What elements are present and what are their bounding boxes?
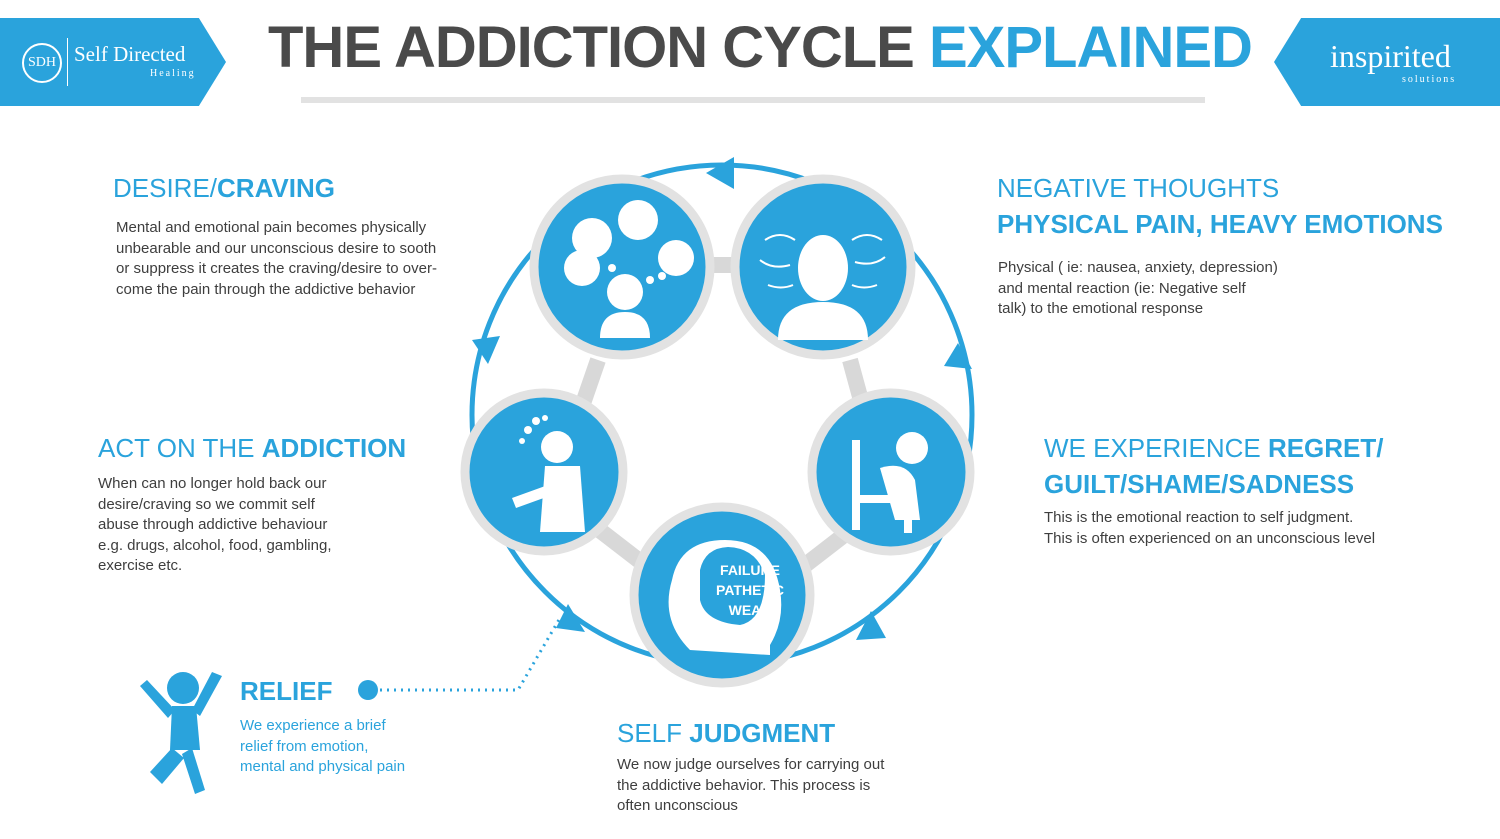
relief-line: We experience a brief bbox=[240, 717, 386, 734]
act-line: abuse through addictive behaviour bbox=[98, 516, 328, 533]
desire-title-light: DESIRE/ bbox=[113, 173, 218, 203]
judgment-words: FAILURE PATHETIC WEAK bbox=[702, 560, 798, 620]
circle-desire bbox=[529, 174, 715, 360]
relief-title: RELIEF bbox=[240, 676, 333, 706]
regret-line: This is often experienced on an unconsci… bbox=[1044, 529, 1376, 547]
word-weak: WEAK bbox=[728, 602, 772, 618]
arrow-icon bbox=[556, 604, 585, 632]
drinking-person-icon bbox=[512, 415, 585, 532]
relief-connector bbox=[358, 617, 562, 700]
judgment-title: SELF JUDGMENT bbox=[617, 718, 835, 749]
negative-description: Physical ( ie: nausea, anxiety, depressi… bbox=[998, 258, 1328, 320]
arrow-icon bbox=[472, 336, 500, 364]
judgment-line: often unconscious bbox=[617, 797, 738, 814]
logo-divider bbox=[67, 38, 68, 86]
act-line: exercise etc. bbox=[98, 557, 183, 574]
arrow-icon bbox=[706, 157, 734, 189]
judgment-head-icon bbox=[668, 540, 782, 655]
relief-line: mental and physical pain bbox=[240, 758, 406, 775]
desire-line: or suppress it creates the craving/desir… bbox=[116, 260, 437, 277]
logo-self-directed-healing: SDH Self Directed Healing bbox=[0, 18, 226, 106]
sdh-mark: SDH bbox=[22, 43, 62, 83]
logo-left-sub: Healing bbox=[150, 68, 196, 79]
circle-act bbox=[460, 388, 628, 556]
regret-title-line1: WE EXPERIENCE REGRET/ bbox=[1044, 433, 1384, 464]
judgment-title-bold: JUDGMENT bbox=[689, 718, 836, 748]
logo-right-name: inspirited bbox=[1330, 38, 1451, 74]
desire-title: DESIRE/CRAVING bbox=[113, 173, 335, 204]
arrow-icon bbox=[856, 611, 886, 640]
arrow-icon bbox=[944, 343, 972, 369]
desire-line: unbearable and our unconscious desire to… bbox=[116, 239, 437, 257]
judgment-description: We now judge ourselves for carrying out … bbox=[617, 755, 917, 817]
act-title: ACT ON THE ADDICTION bbox=[98, 433, 406, 464]
desire-line: Mental and emotional pain becomes physic… bbox=[116, 219, 427, 236]
word-pathetic: PATHETIC bbox=[716, 582, 784, 598]
relief-line: relief from emotion, bbox=[240, 737, 369, 755]
act-line: desire/craving so we commit self bbox=[98, 495, 315, 513]
act-description: When can no longer hold back our desire/… bbox=[98, 474, 398, 577]
judgment-line: the addictive behavior. This process is bbox=[617, 776, 871, 794]
act-title-bold: ADDICTION bbox=[261, 433, 407, 463]
desire-description: Mental and emotional pain becomes physic… bbox=[116, 218, 486, 300]
logo-left-name: Self Directed bbox=[74, 42, 186, 66]
title-underline bbox=[301, 97, 1205, 103]
negative-line: talk) to the emotional response bbox=[998, 300, 1204, 317]
negative-title-line2: PHYSICAL PAIN, HEAVY EMOTIONS bbox=[997, 209, 1443, 239]
judgment-line: We now judge ourselves for carrying out bbox=[617, 756, 885, 773]
act-title-light: ACT ON THE bbox=[98, 433, 262, 463]
act-line: e.g. drugs, alcohol, food, gambling, bbox=[98, 536, 332, 554]
stressed-head-icon bbox=[759, 234, 886, 340]
relief-description: We experience a brief relief from emotio… bbox=[240, 716, 440, 778]
regret-title-bold: REGRET/ bbox=[1267, 433, 1384, 463]
regret-description: This is the emotional reaction to self j… bbox=[1044, 508, 1424, 549]
title-accent: EXPLAINED bbox=[928, 15, 1253, 80]
regret-line: This is the emotional reaction to self j… bbox=[1044, 509, 1354, 526]
word-failure: FAILURE bbox=[720, 562, 780, 578]
regret-title-light: WE EXPERIENCE bbox=[1044, 433, 1268, 463]
craving-person-icon bbox=[564, 200, 694, 338]
logo-inspirited-solutions: inspirited solutions bbox=[1274, 18, 1500, 106]
negative-line: and mental reaction (ie: Negative self bbox=[998, 279, 1246, 297]
act-line: When can no longer hold back our bbox=[98, 475, 327, 492]
desire-line: come the pain through the addictive beha… bbox=[116, 280, 416, 298]
sad-seated-person-icon bbox=[852, 432, 928, 533]
logo-right-sub: solutions bbox=[1402, 74, 1457, 85]
title-main: THE ADDICTION CYCLE bbox=[268, 15, 929, 80]
regret-title-line2: GUILT/SHAME/SADNESS bbox=[1044, 469, 1355, 499]
desire-title-bold: CRAVING bbox=[217, 173, 335, 203]
jumping-person-icon bbox=[140, 672, 222, 794]
page-title: THE ADDICTION CYCLE EXPLAINED bbox=[268, 14, 1253, 81]
judgment-title-light: SELF bbox=[617, 718, 690, 748]
negative-title-line1: NEGATIVE THOUGHTS bbox=[997, 173, 1280, 203]
negative-line: Physical ( ie: nausea, anxiety, depressi… bbox=[998, 259, 1278, 276]
